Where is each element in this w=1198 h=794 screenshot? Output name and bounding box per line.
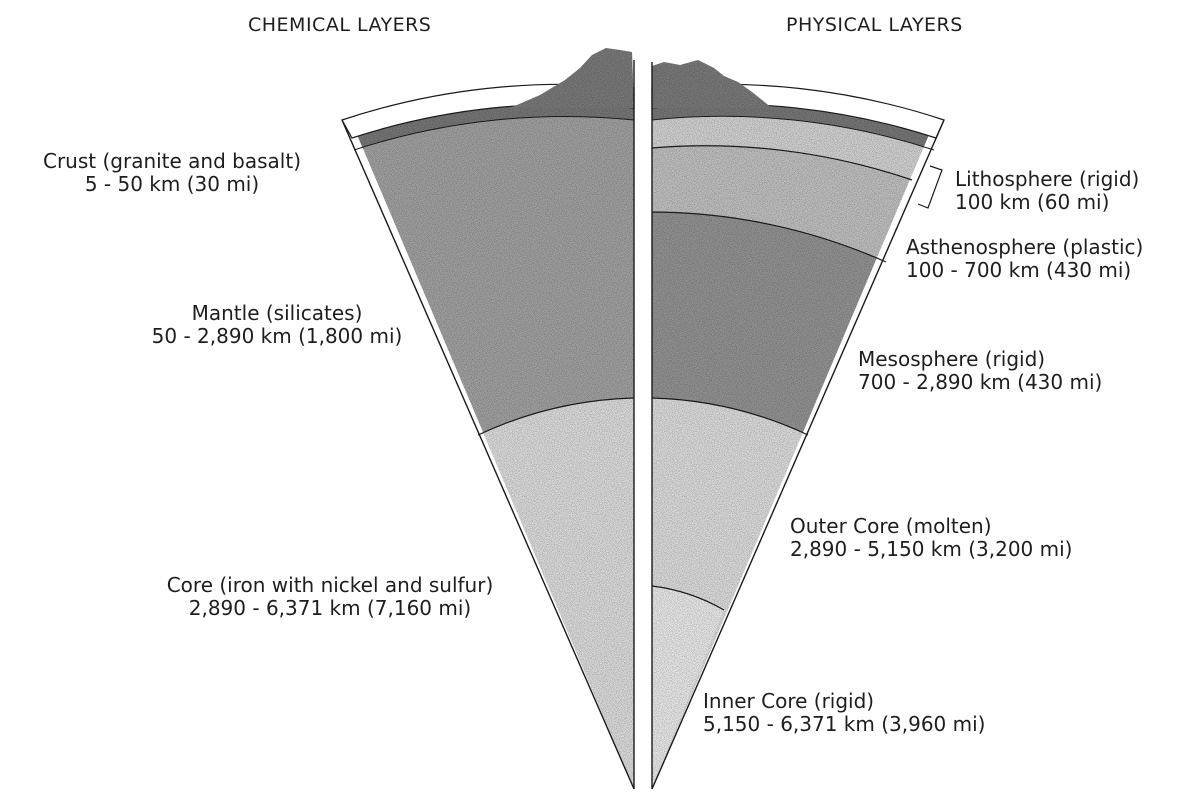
core-label: Core (iron with nickel and sulfur) 2,890… [120, 574, 540, 620]
mantle-range: 50 - 2,890 km (1,800 mi) [132, 325, 422, 348]
outer-core-name: Outer Core (molten) [790, 515, 1072, 538]
core-range: 2,890 - 6,371 km (7,160 mi) [120, 597, 540, 620]
mountain-right [652, 60, 772, 108]
outer-core-range: 2,890 - 5,150 km (3,200 mi) [790, 538, 1072, 561]
asthenosphere-range: 100 - 700 km (430 mi) [906, 259, 1143, 282]
chemical-wedge [300, 0, 700, 789]
crust-name: Crust (granite and basalt) [12, 150, 332, 173]
chemical-layers-heading: CHEMICAL LAYERS [248, 14, 431, 36]
physical-wedge [600, 0, 1000, 789]
lithosphere-label: Lithosphere (rigid) 100 km (60 mi) [955, 168, 1139, 214]
lithosphere-range: 100 km (60 mi) [955, 191, 1139, 214]
mantle-name: Mantle (silicates) [132, 302, 422, 325]
crust-label: Crust (granite and basalt) 5 - 50 km (30… [12, 150, 332, 196]
mesosphere-label: Mesosphere (rigid) 700 - 2,890 km (430 m… [858, 348, 1102, 394]
mantle-label: Mantle (silicates) 50 - 2,890 km (1,800 … [132, 302, 422, 348]
crust-range: 5 - 50 km (30 mi) [12, 173, 332, 196]
inner-core-name: Inner Core (rigid) [703, 690, 985, 713]
inner-core-label: Inner Core (rigid) 5,150 - 6,371 km (3,9… [703, 690, 985, 736]
core-name: Core (iron with nickel and sulfur) [120, 574, 540, 597]
outer-core-label: Outer Core (molten) 2,890 - 5,150 km (3,… [790, 515, 1072, 561]
inner-core-layer [652, 586, 724, 789]
asthenosphere-label: Asthenosphere (plastic) 100 - 700 km (43… [906, 236, 1143, 282]
lithosphere-name: Lithosphere (rigid) [955, 168, 1139, 191]
mesosphere-name: Mesosphere (rigid) [858, 348, 1102, 371]
mesosphere-range: 700 - 2,890 km (430 mi) [858, 371, 1102, 394]
inner-core-range: 5,150 - 6,371 km (3,960 mi) [703, 713, 985, 736]
physical-layers-heading: PHYSICAL LAYERS [786, 14, 963, 36]
asthenosphere-name: Asthenosphere (plastic) [906, 236, 1143, 259]
